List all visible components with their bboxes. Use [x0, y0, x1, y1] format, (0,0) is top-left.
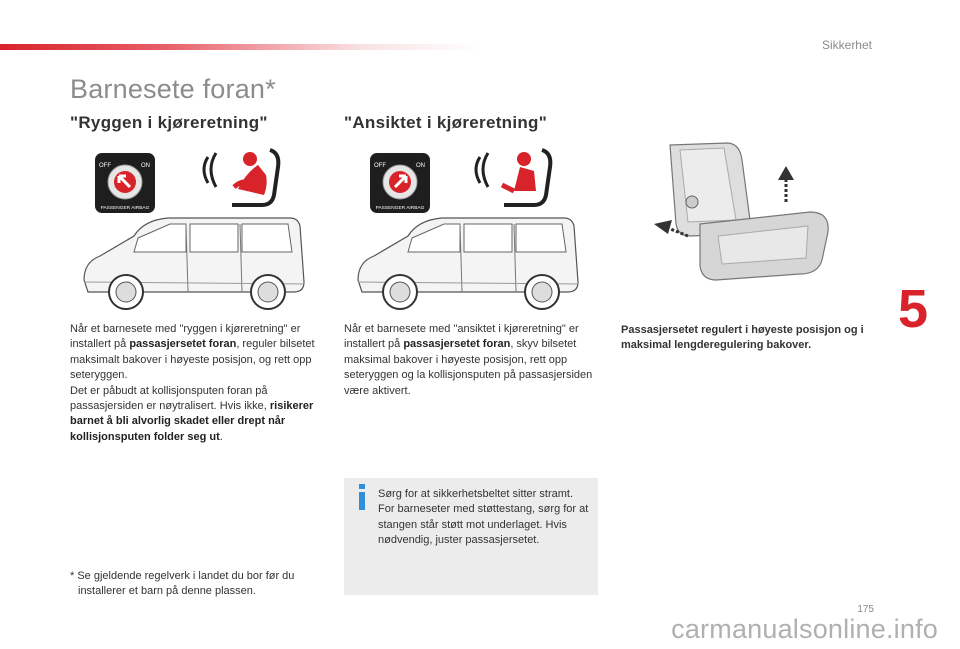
rear-facing-heading: "Ryggen i kjøreretning" — [70, 113, 268, 132]
van-illustration — [357, 217, 579, 310]
passenger-seat-illustration — [654, 142, 829, 281]
watermark[interactable]: carmanualsonline.info — [671, 614, 938, 644]
page-number: 175 — [857, 604, 874, 615]
airbag-on-switch-icon: OFF ON PASSENGER AIRBAG — [370, 153, 430, 213]
page-title: Barnesete foran* — [70, 74, 276, 104]
airbag-caption: PASSENGER AIRBAG — [376, 205, 425, 211]
footnote: * Se gjeldende regelverk i landet du bor… — [70, 569, 325, 600]
header-accent-bar — [0, 44, 480, 50]
rear-facing-description: Når et barnesete med "ryggen i kjøreretn… — [70, 322, 320, 445]
airbag-warning-text: Det er påbudt at kollisjonsputen foran p… — [70, 384, 270, 413]
airbag-warning-bold: risikerer barnet å bli alvorlig skadet e… — [70, 400, 314, 443]
airbag-caption: PASSENGER AIRBAG — [101, 205, 150, 211]
forward-facing-text-end: , skyv bilsetet maksimal bakover i høyes… — [344, 338, 593, 397]
forward-facing-heading: "Ansiktet i kjøreretning" — [344, 113, 548, 132]
forward-facing-text: Når et barnesete med "ansiktet i kjørere… — [344, 323, 579, 351]
van-illustration — [83, 217, 305, 310]
chapter-number: 5 — [897, 279, 928, 339]
forward-facing-seat-icon — [474, 148, 553, 207]
info-text: Sørg for at sikkerhetsbeltet sitter stra… — [378, 488, 589, 547]
forward-facing-description: Når et barnesete med "ansiktet i kjørere… — [344, 322, 594, 399]
airbag-off-label: OFF — [99, 163, 111, 169]
footnote-text: Se gjeldende regelverk i landet du bor f… — [77, 570, 295, 598]
airbag-off-label: OFF — [374, 163, 386, 169]
rear-facing-text: Når et barnesete med "ryggen i kjøreretn… — [70, 323, 301, 351]
airbag-warning-end: . — [219, 430, 223, 443]
rear-facing-bold: passasjersetet foran — [129, 338, 237, 351]
seat-position-caption: Passasjersetet regulert i høyeste posisj… — [621, 324, 864, 352]
info-icon — [359, 484, 365, 510]
forward-facing-bold: passasjersetet foran — [403, 338, 511, 351]
footnote-marker: * — [70, 570, 75, 582]
rear-facing-seat-icon — [202, 148, 281, 207]
airbag-on-label: ON — [416, 163, 425, 169]
rear-facing-text-end: , reguler bilsetet maksimalt bakover i h… — [70, 338, 315, 382]
airbag-on-label: ON — [141, 163, 150, 169]
info-box: Sørg for at sikkerhetsbeltet sitter stra… — [344, 478, 598, 595]
section-name: Sikkerhet — [821, 38, 872, 52]
airbag-off-switch-icon: OFF ON PASSENGER AIRBAG — [95, 153, 155, 213]
